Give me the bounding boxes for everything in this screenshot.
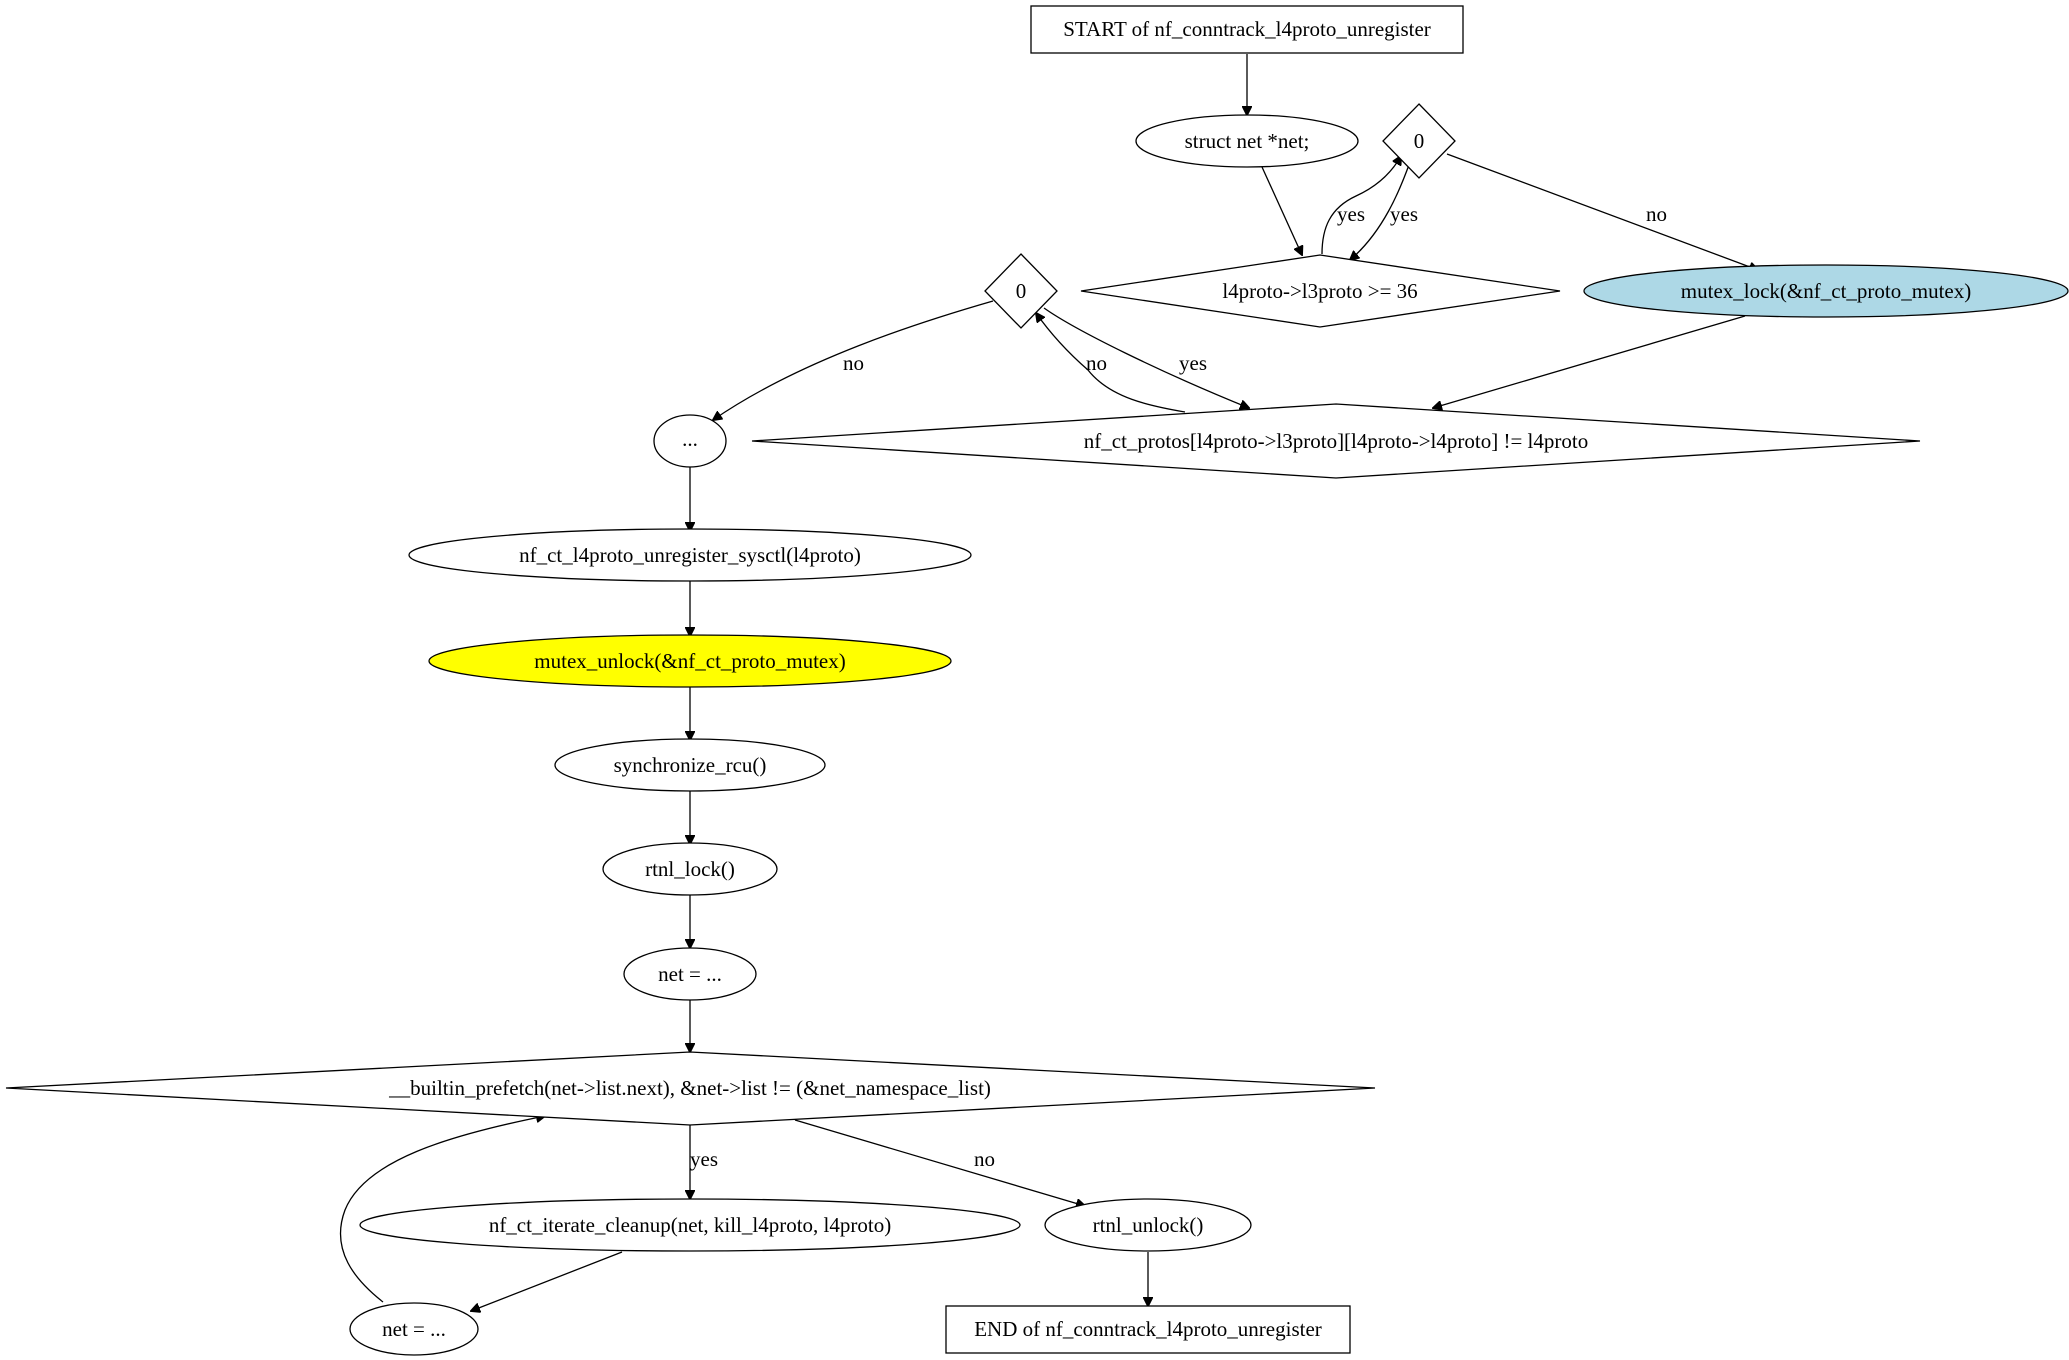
node-decl-net-label: struct net *net; (1185, 129, 1310, 153)
node-ellipsis-label: ... (682, 427, 698, 451)
edge-protos-to-zero-mid-no (1036, 313, 1186, 413)
node-cond-protos-label: nf_ct_protos[l4proto->l3proto][l4proto->… (1084, 429, 1588, 453)
node-net-assign-1[interactable]: net = ... (623, 947, 757, 1001)
node-cond-prefetch-label: __builtin_prefetch(net->list.next), &net… (388, 1076, 991, 1100)
edge-zero-mid-to-protos-yes (1043, 307, 1249, 408)
node-zero-mid[interactable]: 0 (984, 253, 1058, 329)
edge-iterate-to-net-assign-2 (471, 1251, 623, 1311)
node-ellipsis[interactable]: ... (653, 414, 727, 468)
node-iterate-cleanup[interactable]: nf_ct_iterate_cleanup(net, kill_l4proto,… (359, 1198, 1021, 1252)
node-rtnl-lock-label: rtnl_lock() (645, 857, 735, 881)
label-zero-top-to-mutex-lock-no: no (1646, 202, 1667, 226)
label-zero-mid-to-protos-yes: yes (1179, 351, 1207, 375)
label-prefetch-to-unlock-no: no (974, 1147, 995, 1171)
node-end-label: END of nf_conntrack_l4proto_unregister (974, 1317, 1322, 1341)
edge-net-assign-2-to-prefetch (339, 1116, 545, 1303)
node-net-assign-2[interactable]: net = ... (349, 1302, 479, 1356)
node-synchronize-rcu[interactable]: synchronize_rcu() (554, 738, 826, 792)
node-cond-prefetch[interactable]: __builtin_prefetch(net->list.next), &net… (5, 1051, 1376, 1126)
edge-zero-mid-to-ellipsis-no (713, 300, 994, 420)
label-prefetch-to-iterate-yes: yes (690, 1147, 718, 1171)
node-mutex-lock[interactable]: mutex_lock(&nf_ct_proto_mutex) (1583, 264, 2069, 318)
node-mutex-lock-label: mutex_lock(&nf_ct_proto_mutex) (1681, 279, 1971, 303)
node-synchronize-rcu-label: synchronize_rcu() (614, 753, 767, 777)
nodes: START of nf_conntrack_l4proto_unregister… (5, 5, 2069, 1356)
edge-mutex-lock-to-protos (1433, 315, 1746, 408)
label-l3proto-to-zero-top-yes: yes (1337, 202, 1365, 226)
node-zero-top[interactable]: 0 (1382, 103, 1456, 179)
node-start-label: START of nf_conntrack_l4proto_unregister (1063, 17, 1431, 41)
node-decl-net[interactable]: struct net *net; (1135, 114, 1359, 168)
node-unregister-sysctl[interactable]: nf_ct_l4proto_unregister_sysctl(l4proto) (408, 528, 972, 582)
edge-zero-top-to-l3proto-yes (1350, 161, 1411, 260)
edges (339, 54, 1758, 1311)
edge-zero-top-to-mutex-lock-no (1446, 153, 1758, 270)
edge-labels: yes yes no no yes no yes no (690, 202, 1667, 1171)
label-zero-top-to-l3proto-yes: yes (1390, 202, 1418, 226)
edge-prefetch-to-rtnl-unlock-no (794, 1119, 1085, 1206)
node-rtnl-unlock[interactable]: rtnl_unlock() (1044, 1198, 1252, 1252)
node-net-assign-2-label: net = ... (382, 1317, 446, 1341)
node-start[interactable]: START of nf_conntrack_l4proto_unregister (1030, 5, 1464, 54)
node-iterate-cleanup-label: nf_ct_iterate_cleanup(net, kill_l4proto,… (489, 1213, 891, 1237)
node-mutex-unlock[interactable]: mutex_unlock(&nf_ct_proto_mutex) (428, 634, 952, 688)
node-end[interactable]: END of nf_conntrack_l4proto_unregister (945, 1305, 1351, 1354)
node-net-assign-1-label: net = ... (658, 962, 722, 986)
node-unregister-sysctl-label: nf_ct_l4proto_unregister_sysctl(l4proto) (519, 543, 861, 567)
label-protos-to-zero-mid-no: no (1086, 351, 1107, 375)
node-rtnl-unlock-label: rtnl_unlock() (1093, 1213, 1204, 1237)
node-zero-top-label: 0 (1414, 129, 1425, 153)
node-cond-l3proto[interactable]: l4proto->l3proto >= 36 (1080, 254, 1561, 328)
edge-decl-to-l3proto (1261, 166, 1302, 255)
node-rtnl-lock[interactable]: rtnl_lock() (602, 842, 778, 896)
node-mutex-unlock-label: mutex_unlock(&nf_ct_proto_mutex) (534, 649, 845, 673)
node-cond-protos[interactable]: nf_ct_protos[l4proto->l3proto][l4proto->… (751, 403, 1921, 479)
node-zero-mid-label: 0 (1016, 279, 1027, 303)
node-cond-l3proto-label: l4proto->l3proto >= 36 (1222, 279, 1417, 303)
edge-l3proto-to-zero-top-yes (1321, 156, 1401, 255)
label-zero-mid-to-ellipsis-no: no (843, 351, 864, 375)
